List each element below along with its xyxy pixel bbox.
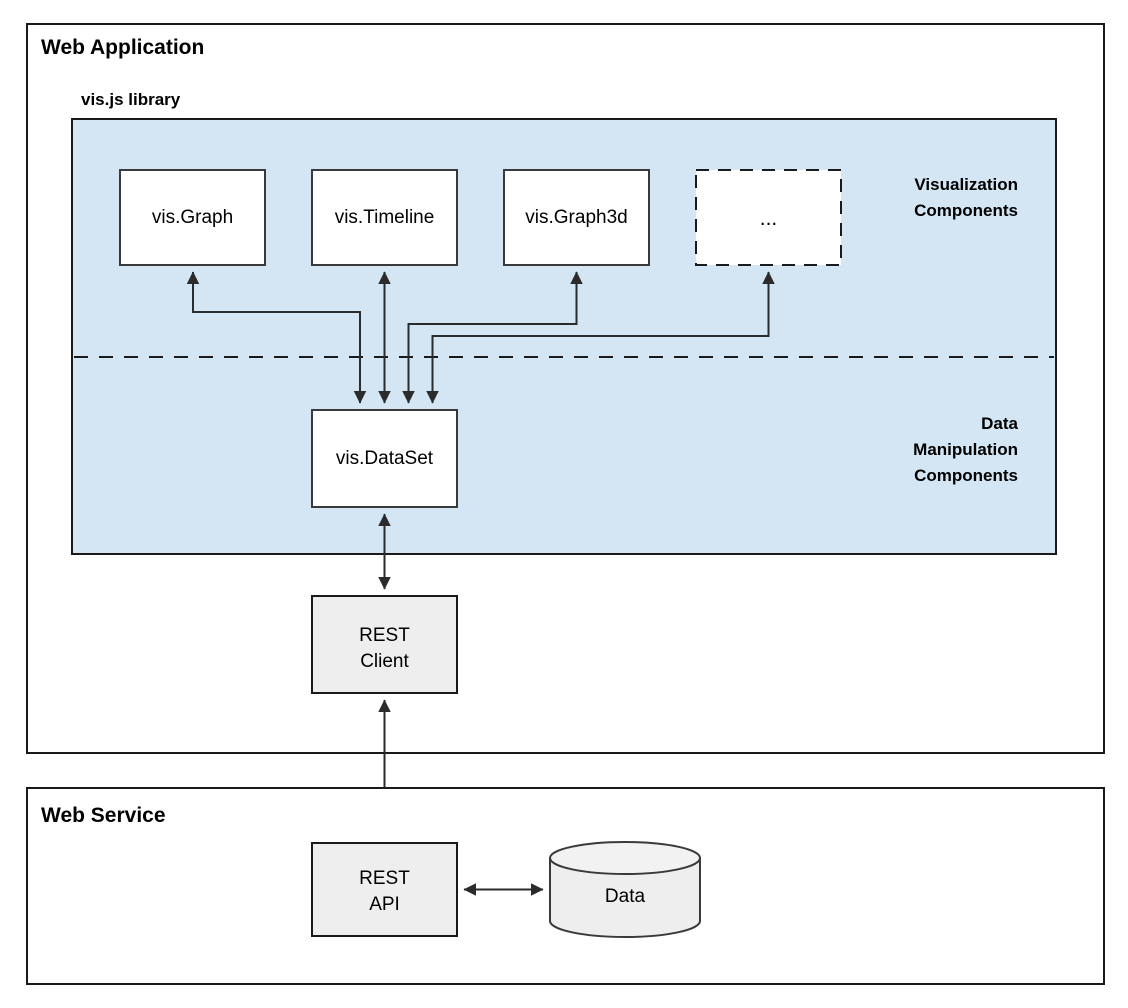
node-label-rest-client-line2: Client xyxy=(360,651,409,672)
node-vis-timeline[interactable]: vis.Timeline xyxy=(311,169,458,266)
node-label-vis-timeline: vis.Timeline xyxy=(335,207,435,228)
svg-text:Components: Components xyxy=(914,466,1018,485)
connector-vis-graph-dataset xyxy=(186,271,367,404)
node-vis-dataset[interactable]: vis.DataSet xyxy=(311,409,458,508)
node-vis-graph[interactable]: vis.Graph xyxy=(119,169,266,266)
node-label-data-store: Data xyxy=(605,886,646,907)
connector-more-dataset xyxy=(426,271,775,404)
node-vis-graph3d[interactable]: vis.Graph3d xyxy=(503,169,650,266)
node-label-rest-client-line1: REST xyxy=(359,625,410,646)
svg-text:Components: Components xyxy=(914,201,1018,220)
frame-title-web-application: Web Application xyxy=(41,36,204,59)
node-label-vis-graph: vis.Graph xyxy=(152,207,233,228)
node-label-rest-api-line2: API xyxy=(369,894,400,915)
node-rest-api[interactable]: REST API xyxy=(311,842,458,937)
svg-text:Manipulation: Manipulation xyxy=(913,440,1018,459)
node-rest-client[interactable]: REST Client xyxy=(311,595,458,694)
frame-title-web-service: Web Service xyxy=(41,804,166,827)
group-label-data-manipulation: Data Manipulation Components xyxy=(913,414,1018,485)
node-label-vis-graph3d: vis.Graph3d xyxy=(525,207,627,228)
node-data-store[interactable]: Data xyxy=(549,841,701,938)
section-title-visjs-library: vis.js library xyxy=(81,90,181,109)
node-more-components[interactable]: ... xyxy=(695,169,842,266)
svg-text:Visualization: Visualization xyxy=(914,175,1018,194)
node-label-vis-dataset: vis.DataSet xyxy=(336,448,434,469)
node-label-rest-api-line1: REST xyxy=(359,868,410,889)
group-label-visualization: Visualization Components xyxy=(914,175,1018,220)
svg-text:Data: Data xyxy=(981,414,1018,433)
node-label-more-components: ... xyxy=(760,207,778,230)
